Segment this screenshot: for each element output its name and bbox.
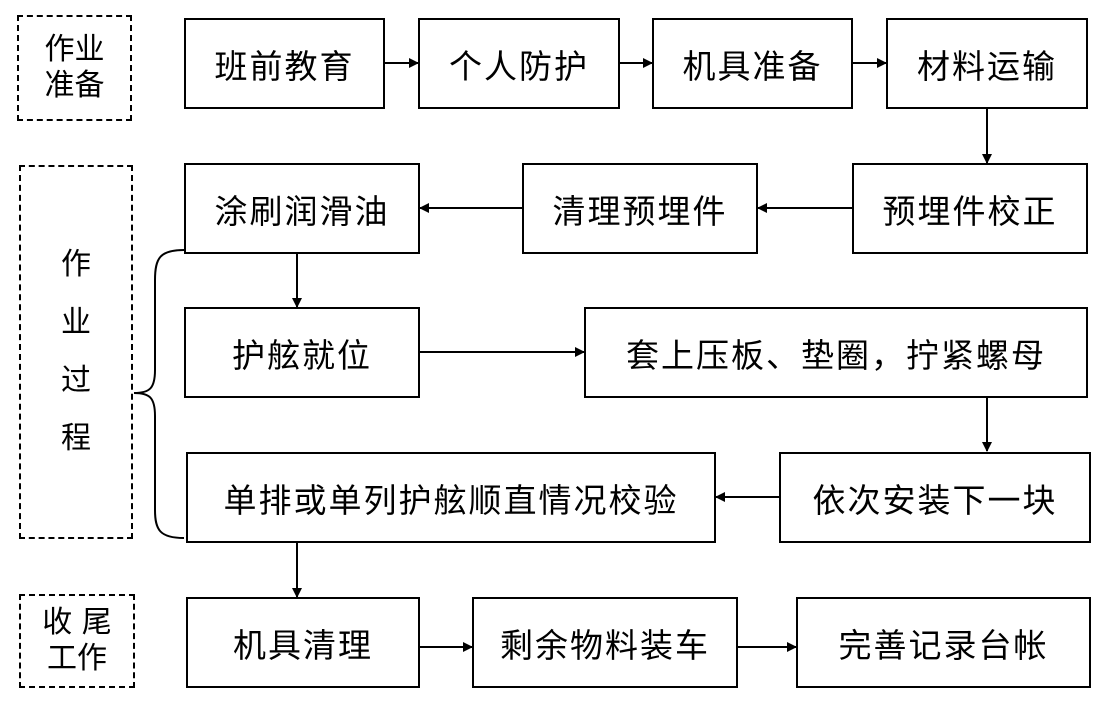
step-embedded-correction: 预埋件校正 [852,163,1088,254]
process-brace [133,249,185,539]
stage-process-label: 作 业 过 程 [19,165,133,539]
step-complete-records: 完善记录台帐 [796,597,1091,688]
stage-process-char-3: 过 [61,363,91,398]
step-fasten-nuts: 套上压板、垫圈，拧紧螺母 [584,307,1088,398]
stage-prep-label: 作业 准备 [17,15,132,121]
step-lubricate: 涂刷润滑油 [184,163,420,254]
stage-prep-line-1: 作业 [44,32,105,67]
stage-closing-line-2: 工作 [46,641,107,676]
step-personal-protection: 个人防护 [418,18,620,109]
stage-process-char-1: 作 [61,247,91,282]
stage-process-char-2: 业 [61,305,91,340]
step-load-remaining: 剩余物料装车 [472,597,738,688]
step-equipment-prep: 机具准备 [652,18,853,109]
step-shift-briefing: 班前教育 [184,18,385,109]
stage-process-char-4: 程 [61,421,91,456]
stage-prep-line-2: 准备 [44,68,105,103]
step-clean-embedded: 清理预埋件 [522,163,758,254]
step-material-transport: 材料运输 [886,18,1088,109]
stage-closing-label: 收 尾 工作 [19,594,135,688]
step-fender-positioning: 护舷就位 [184,307,420,398]
stage-closing-line-1: 收 尾 [42,605,112,640]
step-alignment-check: 单排或单列护舷顺直情况校验 [186,452,716,543]
step-install-next: 依次安装下一块 [779,452,1091,543]
step-equipment-cleanup: 机具清理 [186,597,420,688]
